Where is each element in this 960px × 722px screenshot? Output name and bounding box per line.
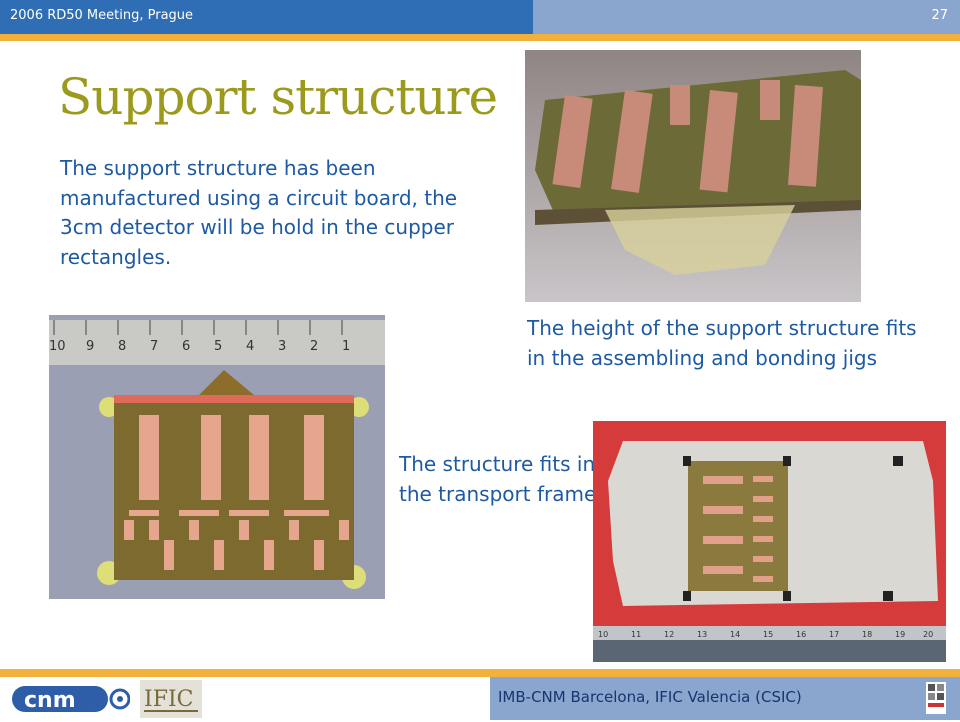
footer-bar [490, 677, 960, 720]
ruler-tick-label: 20 [923, 630, 933, 639]
ruler-tick-label: 17 [829, 630, 839, 639]
ruler-tick-label: 10 [49, 339, 66, 354]
ruler-tick-label: 12 [664, 630, 674, 639]
header-bar-right [533, 0, 960, 34]
height-description: The height of the support structure fits… [527, 316, 917, 370]
header-bar [0, 0, 533, 34]
ruler-tick-label: 5 [214, 339, 222, 354]
ific-logo-text: IFIC [144, 687, 193, 712]
slide-title: Support structure [58, 68, 498, 126]
frame-description: The structure fits in the transport fram… [399, 452, 597, 506]
ruler-tick-label: 11 [631, 630, 641, 639]
ruler-tick-label: 3 [278, 339, 286, 354]
ruler-tick-label: 4 [246, 339, 254, 354]
ruler-tick-label: 1 [342, 339, 350, 354]
ruler-tick-label: 7 [150, 339, 158, 354]
ruler-tick-label: 2 [310, 339, 318, 354]
footer-institutions: IMB-CNM Barcelona, IFIC Valencia (CSIC) [498, 688, 802, 706]
photo-transport-frame: 10 11 12 13 14 15 16 17 18 19 20 [593, 421, 946, 662]
ruler-tick-label: 18 [862, 630, 872, 639]
ruler-tick-label: 8 [118, 339, 126, 354]
ruler-tick-label: 15 [763, 630, 773, 639]
header-accent-stripe [0, 34, 960, 41]
footer-accent-stripe [0, 669, 960, 677]
ruler-tick-label: 9 [86, 339, 94, 354]
csic-logo [926, 682, 946, 714]
support-description: The support structure has been manufactu… [60, 156, 458, 269]
ruler-tick-label: 6 [182, 339, 190, 354]
meeting-label: 2006 RD50 Meeting, Prague [10, 8, 194, 23]
page-number: 27 [931, 8, 948, 23]
photo-board-with-ruler: 10 9 8 7 6 5 4 3 2 1 [49, 315, 385, 599]
ific-logo: IFIC [140, 680, 202, 718]
cnm-logo: cnm [12, 684, 131, 716]
photo-board-closeup [525, 50, 861, 302]
ruler-tick-label: 16 [796, 630, 806, 639]
ruler-tick-label: 10 [598, 630, 608, 639]
ruler-tick-label: 19 [895, 630, 905, 639]
ruler-tick-label: 14 [730, 630, 740, 639]
cnm-logo-text: cnm [24, 688, 76, 713]
ruler-tick-label: 13 [697, 630, 707, 639]
